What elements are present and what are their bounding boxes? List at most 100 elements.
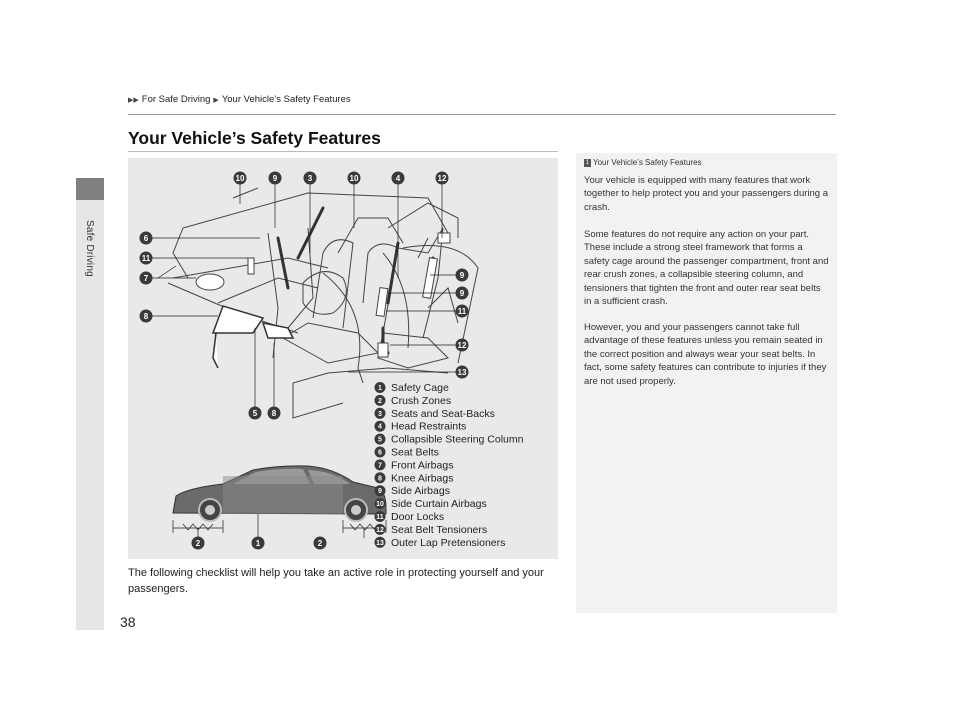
legend-label: Seats and Seat-Backs bbox=[391, 408, 495, 420]
callout-9-right-b: 9 bbox=[455, 286, 469, 300]
legend-label: Side Curtain Airbags bbox=[391, 498, 487, 510]
svg-text:11: 11 bbox=[142, 254, 151, 263]
callout-8-bottom: 8 bbox=[267, 406, 281, 420]
legend-item: 10 Side Curtain Airbags bbox=[374, 498, 487, 510]
svg-text:7: 7 bbox=[144, 274, 149, 283]
legend-label: Knee Airbags bbox=[391, 472, 453, 484]
note-paragraph-3: However, you and your passengers cannot … bbox=[584, 322, 827, 387]
legend-number-badge bbox=[374, 459, 386, 471]
legend-label: Side Airbags bbox=[391, 485, 450, 497]
legend-item: 6 Seat Belts bbox=[374, 446, 439, 459]
legend-number-badge bbox=[374, 536, 386, 548]
callout-12-top: 12 bbox=[435, 171, 449, 185]
callout-12-right: 12 bbox=[455, 338, 469, 352]
legend-number-badge bbox=[374, 407, 386, 419]
svg-text:12: 12 bbox=[438, 174, 447, 183]
legend-item: 13 Outer Lap Pretensioners bbox=[374, 536, 505, 549]
svg-text:9: 9 bbox=[273, 174, 278, 183]
svg-text:1: 1 bbox=[256, 539, 261, 548]
callout-13-right: 13 bbox=[455, 365, 469, 379]
svg-text:5: 5 bbox=[253, 409, 258, 418]
legend-number: 12 bbox=[376, 527, 384, 534]
note-sidebar bbox=[576, 153, 837, 613]
note-heading-text: Your Vehicle’s Safety Features bbox=[593, 158, 702, 167]
legend-label: Front Airbags bbox=[391, 459, 453, 471]
legend-number-badge bbox=[374, 446, 386, 458]
legend-item: 1 Safety Cage bbox=[374, 382, 449, 394]
callout-9-top: 9 bbox=[268, 171, 282, 185]
svg-text:4: 4 bbox=[396, 174, 401, 183]
legend-item: 3 Seats and Seat-Backs bbox=[374, 407, 495, 420]
callout-5-bottom: 5 bbox=[248, 406, 262, 420]
breadcrumb-safety-features[interactable]: Your Vehicle’s Safety Features bbox=[221, 94, 351, 105]
svg-text:3: 3 bbox=[308, 174, 313, 183]
svg-text:2: 2 bbox=[196, 539, 201, 548]
svg-text:10: 10 bbox=[350, 174, 359, 183]
svg-text:8: 8 bbox=[144, 312, 149, 321]
body-paragraph: The following checklist will help you ta… bbox=[128, 567, 544, 595]
legend-number-badge bbox=[374, 485, 386, 497]
svg-text:12: 12 bbox=[458, 341, 467, 350]
svg-text:10: 10 bbox=[236, 174, 245, 183]
legend-item: 7 Front Airbags bbox=[374, 459, 453, 471]
legend-number: 2 bbox=[378, 398, 382, 405]
legend-number-badge bbox=[374, 498, 386, 510]
callout-10-top-b: 10 bbox=[347, 171, 361, 185]
legend-label: Door Locks bbox=[391, 511, 444, 523]
note-paragraph-2: Some features do not require any action … bbox=[584, 229, 829, 308]
legend-label: Seat Belt Tensioners bbox=[391, 524, 487, 536]
callout-10-top: 10 bbox=[233, 171, 247, 185]
legend-number-badge bbox=[374, 523, 386, 535]
callout-2-car-left: 2 bbox=[191, 536, 205, 550]
callout-3-top: 3 bbox=[303, 171, 317, 185]
legend-label: Head Restraints bbox=[391, 421, 466, 433]
legend-number: 3 bbox=[378, 411, 382, 418]
legend-label: Safety Cage bbox=[391, 382, 449, 394]
legend-number: 1 bbox=[378, 385, 382, 392]
legend-number: 13 bbox=[376, 540, 384, 547]
vehicle-interior-illustration: 10 9 3 10 4 12 6 11 7 8 9 9 11 12 13 5 8 bbox=[139, 171, 524, 550]
svg-text:9: 9 bbox=[460, 289, 465, 298]
callout-1-car: 1 bbox=[251, 536, 265, 550]
legend-number: 10 bbox=[376, 501, 384, 508]
legend-number: 7 bbox=[378, 462, 382, 469]
legend-number-badge bbox=[374, 472, 386, 484]
side-tab-bar bbox=[76, 200, 104, 630]
breadcrumb-arrow-icon: ▶▶ bbox=[128, 96, 139, 104]
legend-label: Collapsible Steering Column bbox=[391, 434, 524, 446]
legend-number-badge bbox=[374, 420, 386, 432]
side-tab-label: Safe Driving bbox=[84, 220, 95, 277]
callout-8-left: 8 bbox=[139, 309, 153, 323]
breadcrumb-for-safe-driving[interactable]: For Safe Driving bbox=[141, 94, 211, 105]
legend-number-badge bbox=[374, 382, 386, 393]
callout-6-left: 6 bbox=[139, 231, 153, 245]
svg-text:9: 9 bbox=[460, 271, 465, 280]
note-marker-icon: 1 bbox=[584, 158, 591, 167]
side-tab-marker bbox=[76, 178, 104, 200]
legend-label: Outer Lap Pretensioners bbox=[391, 537, 505, 549]
legend-number: 4 bbox=[378, 424, 382, 431]
breadcrumb-arrow-icon: ▶ bbox=[213, 96, 219, 104]
legend-number: 6 bbox=[378, 450, 382, 457]
callout-11-right: 11 bbox=[455, 304, 469, 318]
page-number: 38 bbox=[120, 614, 136, 630]
legend-number-badge bbox=[374, 394, 386, 406]
car-exterior-illustration bbox=[172, 465, 387, 522]
breadcrumb: ▶▶ For Safe Driving ▶ Your Vehicle’s Saf… bbox=[128, 94, 351, 105]
svg-text:6: 6 bbox=[144, 234, 149, 243]
note-heading: 1 Your Vehicle’s Safety Features bbox=[584, 158, 702, 167]
safety-features-figure: 10 9 3 10 4 12 6 11 7 8 9 9 11 12 13 5 8 bbox=[128, 158, 558, 559]
callout-2-car-right: 2 bbox=[313, 536, 327, 550]
note-paragraph-1: Your vehicle is equipped with many featu… bbox=[584, 175, 828, 213]
svg-text:2: 2 bbox=[318, 539, 323, 548]
svg-text:13: 13 bbox=[458, 368, 467, 377]
legend-label: Seat Belts bbox=[391, 447, 439, 459]
header-rule bbox=[128, 114, 836, 115]
callout-4-top: 4 bbox=[391, 171, 405, 185]
